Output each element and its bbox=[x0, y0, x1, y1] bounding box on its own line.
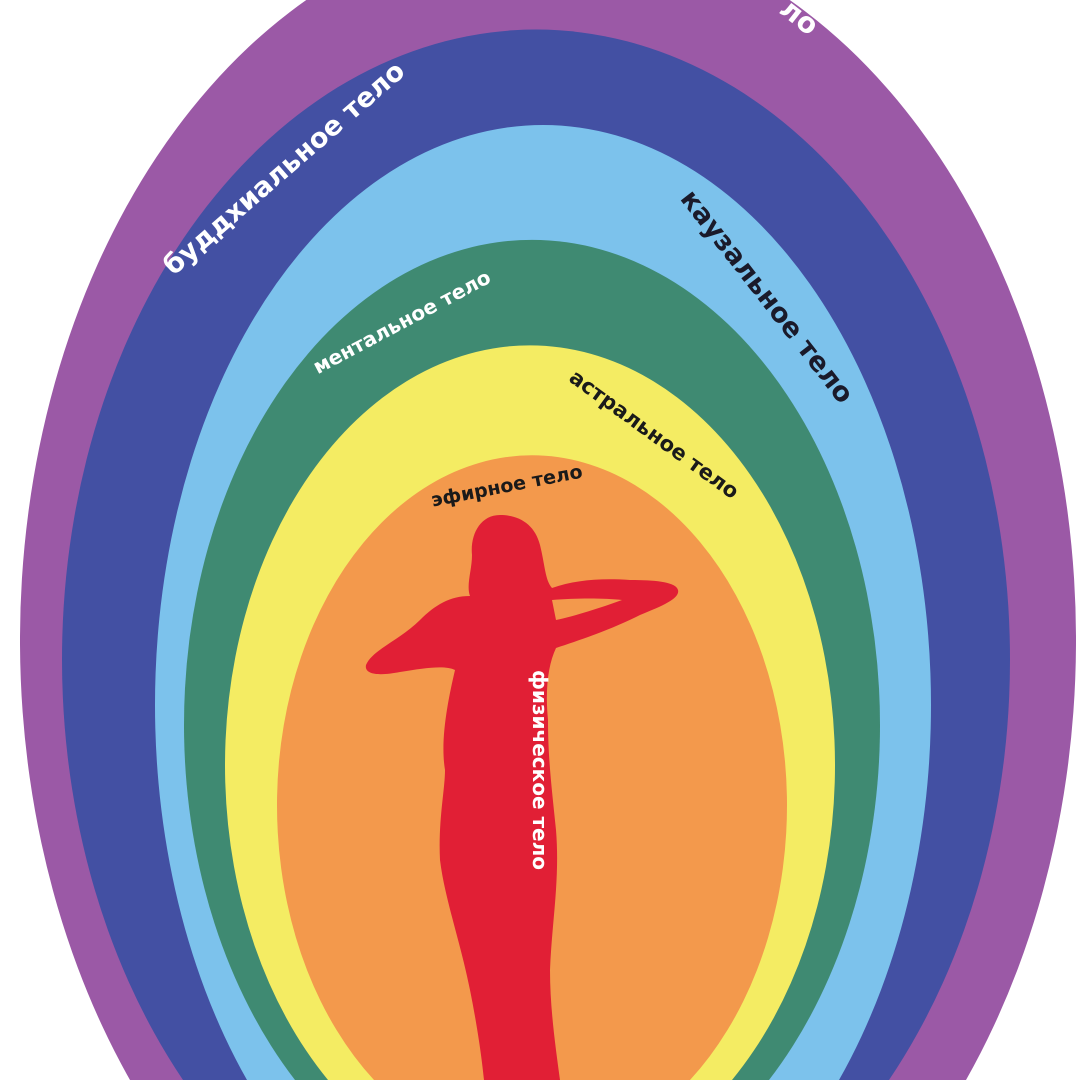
physical-body-label: физическое тело bbox=[528, 670, 552, 870]
human-silhouette bbox=[365, 515, 679, 1080]
